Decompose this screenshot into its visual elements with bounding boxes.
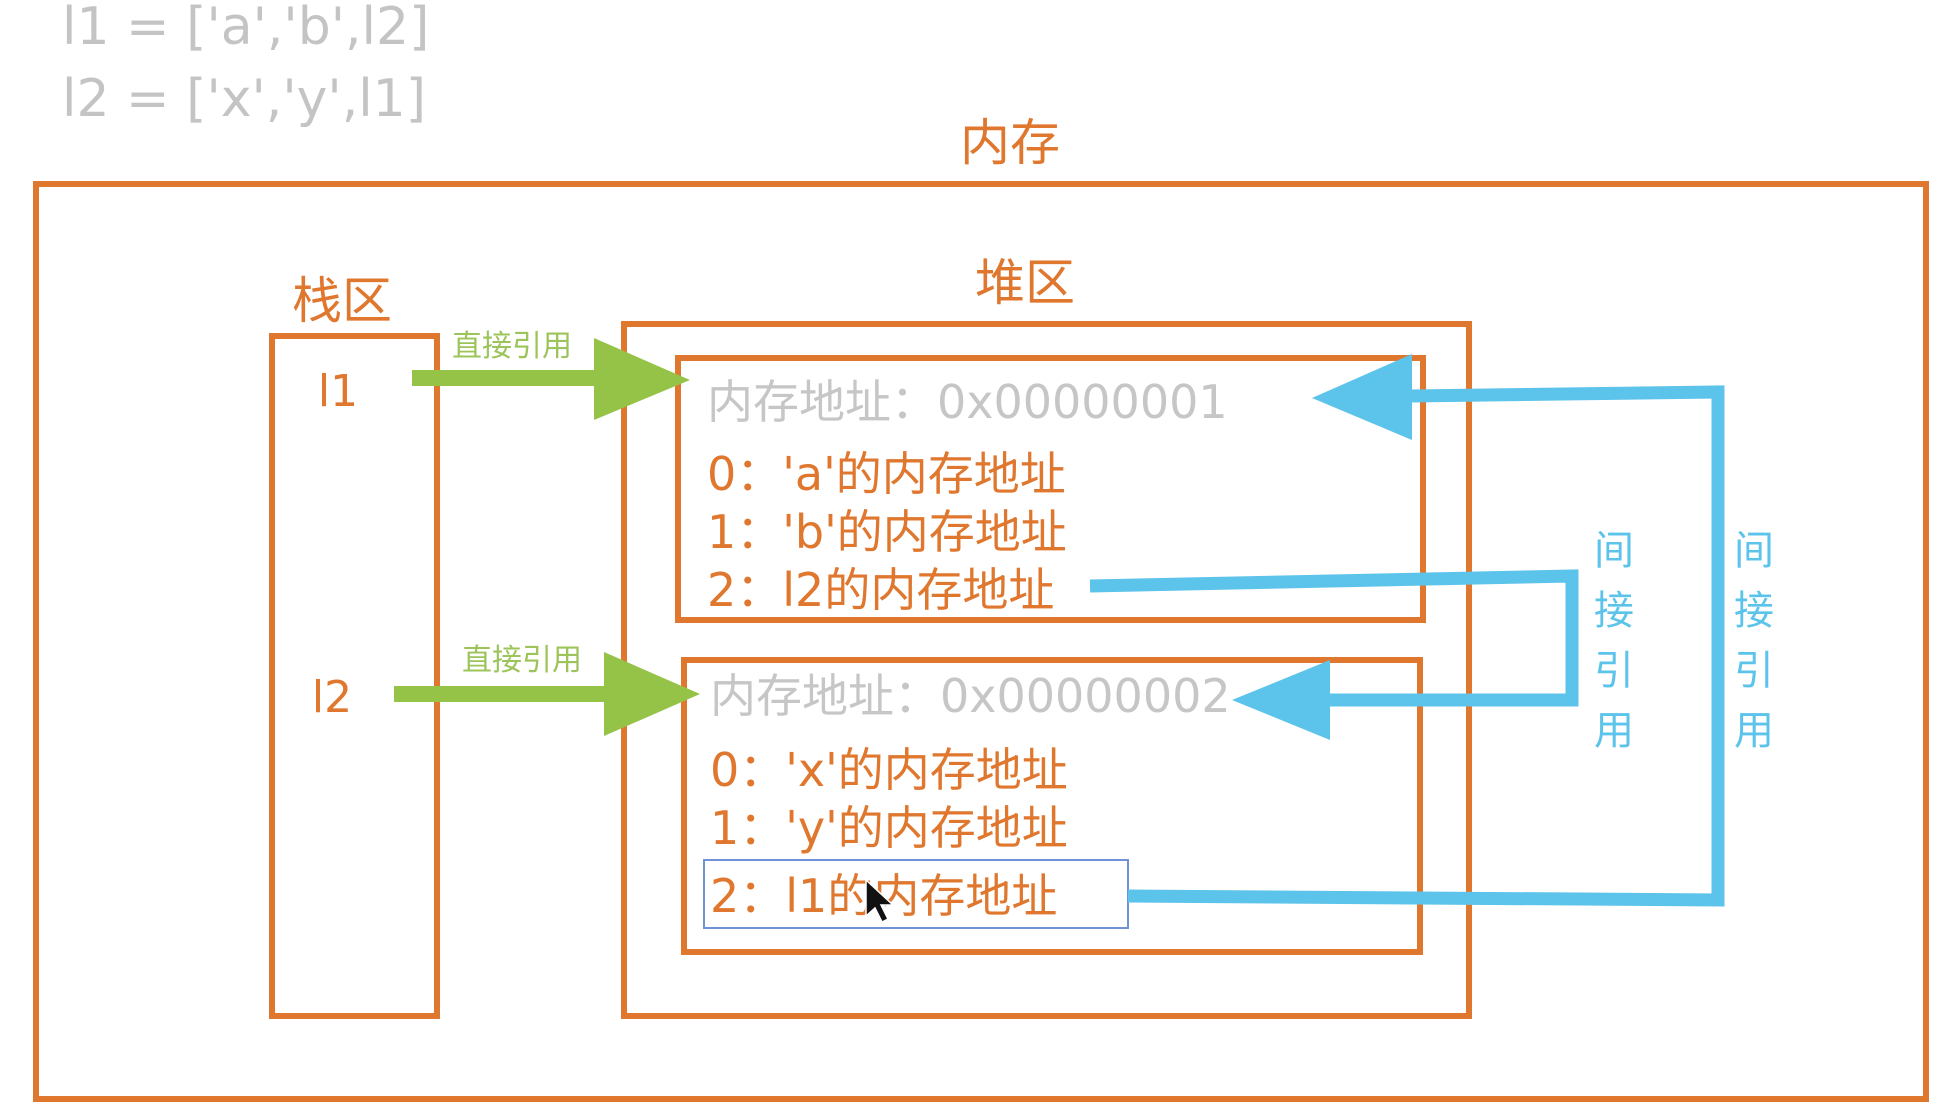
indirect-label-inner-char-2: 接	[1594, 588, 1634, 634]
indirect-arrow-l1-head	[1312, 354, 1412, 440]
indirect-label-inner-char-3: 引	[1594, 648, 1634, 694]
heap-title: 堆区	[975, 254, 1075, 312]
indirect-label-outer-char-4: 用	[1734, 708, 1774, 754]
stack-title: 栈区	[292, 272, 392, 330]
indirect-label-inner-char-1: 间	[1594, 528, 1634, 574]
stack-var-l2: l2	[312, 672, 352, 723]
indirect-label-outer-char-1: 间	[1734, 528, 1774, 574]
code-line-l1: l1 = ['a','b',l2]	[62, 0, 429, 57]
indirect-arrow-l2-path	[1089, 569, 1579, 707]
heap-object-l2-address: 内存地址：0x00000002	[710, 669, 1231, 723]
indirect-label-inner-char-4: 用	[1594, 708, 1634, 754]
indirect-label-outer-char-2: 接	[1734, 588, 1774, 634]
direct-reference-label-l2: 直接引用	[462, 643, 582, 678]
selection-highlight	[703, 859, 1129, 929]
code-line-l2: l2 = ['x','y',l1]	[62, 69, 426, 129]
direct-arrow-l2-head	[604, 652, 700, 736]
memory-box	[33, 181, 1929, 1102]
mouse-cursor-icon	[865, 878, 895, 924]
heap-object-l1-item-0: 0：'a'的内存地址	[707, 447, 1066, 501]
direct-reference-label-l1: 直接引用	[452, 329, 572, 364]
heap-object-l1	[675, 355, 1426, 623]
indirect-label-outer-char-3: 引	[1734, 648, 1774, 694]
stack-var-l1: l1	[318, 366, 358, 417]
direct-arrow-l1-head	[594, 338, 690, 420]
heap-object-l2	[681, 657, 1423, 955]
indirect-arrow-l1-path	[1127, 385, 1725, 907]
indirect-arrow-l2-head	[1232, 660, 1330, 740]
memory-title: 内存	[960, 114, 1060, 172]
heap-object-l1-item-2: 2：l2的内存地址	[707, 563, 1054, 617]
heap-object-l2-item-1: 1：'y'的内存地址	[710, 801, 1068, 855]
heap-object-l1-item-1: 1：'b'的内存地址	[707, 505, 1067, 559]
heap-object-l1-address: 内存地址：0x00000001	[707, 375, 1228, 429]
stack-box	[269, 333, 440, 1019]
heap-object-l2-item-0: 0：'x'的内存地址	[710, 743, 1068, 797]
